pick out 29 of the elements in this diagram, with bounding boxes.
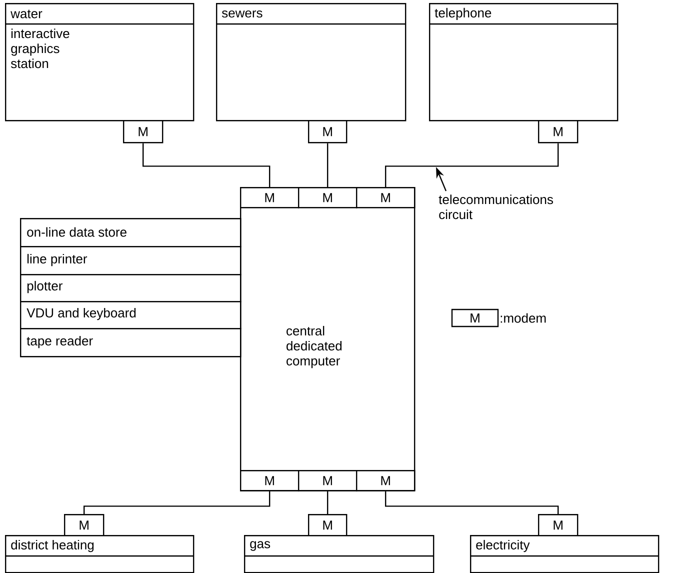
modem-box: M [308, 120, 348, 144]
peripheral-box: tape reader [20, 328, 242, 358]
peripheral-box: on-line data store [20, 218, 242, 248]
connector-line [84, 491, 270, 514]
modem-box: M [240, 187, 300, 208]
utility-box: telephone [429, 3, 618, 122]
utility-box: water interactive graphics station [5, 3, 194, 122]
peripheral-box: plotter [20, 274, 242, 302]
utility-box: sewers [216, 3, 406, 122]
modem-box: M [356, 187, 416, 208]
modem-box: M [356, 470, 416, 492]
connector-line [327, 143, 328, 187]
modem-box: M [64, 514, 104, 536]
modem-box: M [538, 120, 578, 144]
connector-line [327, 491, 328, 514]
peripheral-box: VDU and keyboard [20, 301, 242, 330]
modem-box: M [298, 187, 358, 208]
modem-box: M [538, 514, 578, 536]
legend-text: :modem [500, 313, 546, 323]
modem-box: M [240, 470, 300, 492]
modem-box: M [298, 470, 358, 492]
connector-line [142, 143, 270, 187]
legend-sample: M [451, 308, 499, 328]
annotation-text: telecommunications circuit [438, 194, 553, 220]
connector-line [385, 143, 559, 187]
connector-line [385, 491, 559, 514]
modem-box: M [308, 514, 348, 536]
modem-box: M [123, 120, 164, 144]
peripheral-box: line printer [20, 246, 242, 276]
